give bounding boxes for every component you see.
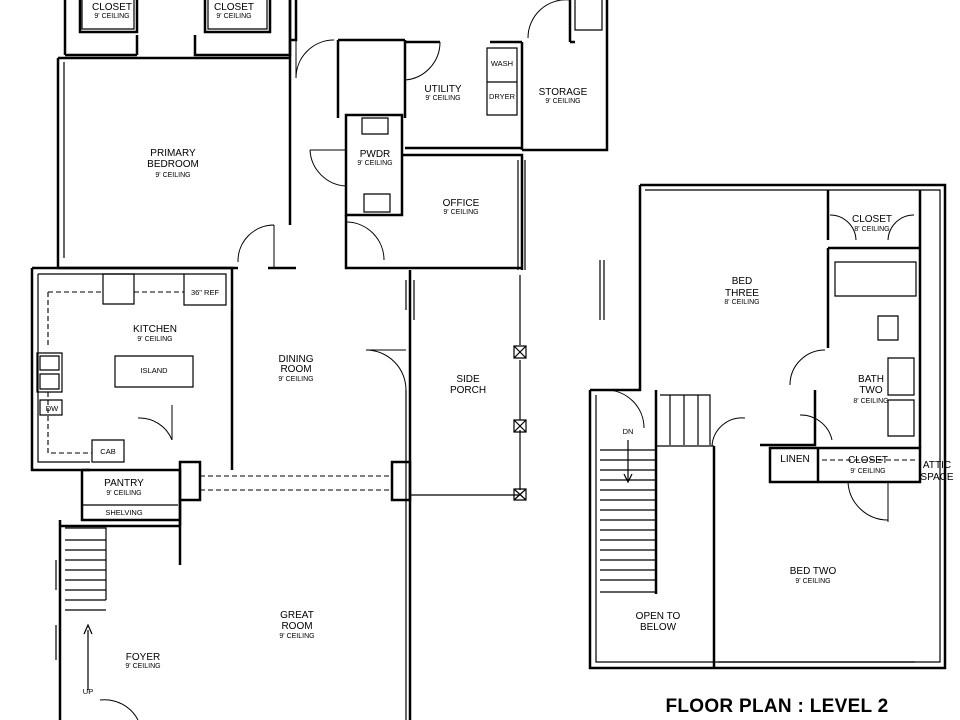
svg-text:9' CEILING: 9' CEILING	[443, 209, 478, 216]
linen-label: LINEN	[780, 454, 809, 465]
svg-text:TWO: TWO	[859, 385, 883, 396]
svg-text:9' CEILING: 9' CEILING	[545, 98, 580, 105]
main-level-walls	[30, 0, 609, 720]
dishwasher-label: DW	[46, 404, 59, 413]
svg-text:ROOM: ROOM	[281, 621, 312, 632]
office-label: OFFICE	[443, 198, 480, 209]
bed-three-label: BED	[732, 276, 753, 287]
dryer-label: DRYER	[489, 92, 516, 101]
great-room-label: GREAT	[280, 610, 314, 621]
svg-text:ROOM: ROOM	[280, 364, 311, 375]
svg-text:BEDROOM: BEDROOM	[147, 159, 199, 170]
closet-upper-label: CLOSET	[852, 214, 892, 225]
svg-text:9' CEILING: 9' CEILING	[216, 13, 251, 20]
attic-label: ATTIC	[923, 460, 951, 471]
svg-text:9' CEILING: 9' CEILING	[850, 468, 885, 475]
stair-up-label: UP	[83, 687, 93, 696]
closet-right-label: CLOSET	[214, 2, 254, 13]
svg-text:8' CEILING: 8' CEILING	[724, 299, 759, 306]
svg-text:9' CEILING: 9' CEILING	[357, 160, 392, 167]
svg-text:9' CEILING: 9' CEILING	[278, 376, 313, 383]
powder-label: PWDR	[360, 149, 391, 160]
foyer-label: FOYER	[126, 652, 160, 663]
open-to-below-label: OPEN TO	[636, 611, 681, 622]
svg-text:PORCH: PORCH	[450, 385, 486, 396]
stair-down-label: DN	[623, 427, 634, 436]
primary-bedroom-label: PRIMARY	[150, 148, 196, 159]
utility-label: UTILITY	[424, 84, 462, 95]
kitchen-label: KITCHEN	[133, 324, 177, 335]
shelving-label: SHELVING	[105, 508, 143, 517]
wash-label: WASH	[491, 59, 513, 68]
svg-text:8' CEILING: 8' CEILING	[853, 398, 888, 405]
svg-text:9' CEILING: 9' CEILING	[425, 95, 460, 102]
svg-text:9' CEILING: 9' CEILING	[106, 490, 141, 497]
floor-plan-title: FLOOR PLAN : LEVEL 2	[665, 696, 888, 717]
svg-text:9' CEILING: 9' CEILING	[94, 13, 129, 20]
room-labels: CLOSET 9' CEILING CLOSET 9' CEILING PRIM…	[46, 2, 954, 696]
closet-lower-label: CLOSET	[848, 455, 888, 466]
side-porch-label: SIDE	[456, 374, 480, 385]
svg-text:9' CEILING: 9' CEILING	[279, 633, 314, 640]
svg-text:8' CEILING: 8' CEILING	[854, 226, 889, 233]
bath-two-label: BATH	[858, 374, 884, 385]
svg-text:9' CEILING: 9' CEILING	[137, 336, 172, 343]
closet-left-label: CLOSET	[92, 2, 132, 13]
svg-text:SPACE: SPACE	[920, 472, 953, 483]
storage-label: STORAGE	[539, 87, 588, 98]
refrigerator-label: 36" REF	[191, 288, 220, 297]
bed-two-label: BED TWO	[790, 566, 837, 577]
dining-room-label: DINING	[279, 354, 314, 365]
svg-text:THREE: THREE	[725, 288, 759, 299]
svg-text:9' CEILING: 9' CEILING	[125, 663, 160, 670]
cabinet-label: CAB	[100, 447, 115, 456]
svg-text:9' CEILING: 9' CEILING	[795, 578, 830, 585]
upper-level-walls	[588, 183, 947, 670]
pantry-label: PANTRY	[104, 478, 144, 489]
svg-text:9' CEILING: 9' CEILING	[155, 172, 190, 179]
island-label: ISLAND	[140, 366, 168, 375]
svg-text:BELOW: BELOW	[640, 622, 677, 633]
